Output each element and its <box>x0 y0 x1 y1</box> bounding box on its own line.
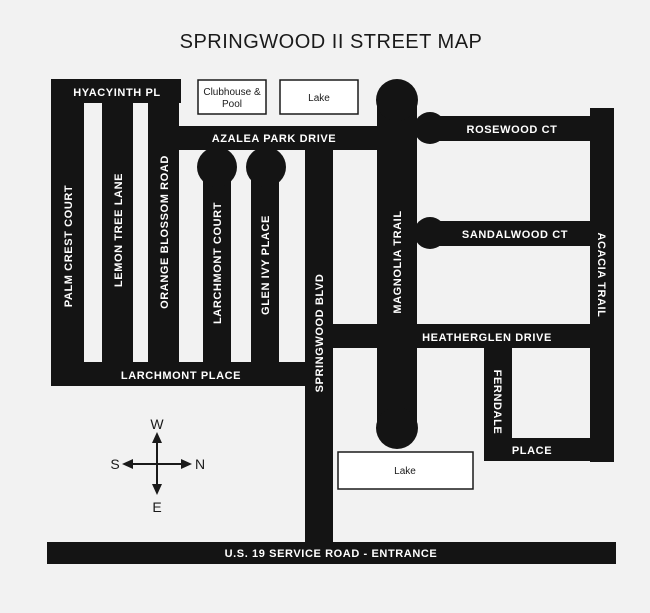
compass-north-label: N <box>195 456 205 472</box>
compass-west-label: W <box>150 416 164 432</box>
road-us19-service-road <box>47 542 616 564</box>
label-glen-ivy-place: GLEN IVY PLACE <box>260 215 272 315</box>
road-rosewood-ct <box>428 116 613 141</box>
compass-south-label: S <box>110 456 119 472</box>
lake-top-outline <box>279 79 359 115</box>
compass-arrow-left-icon <box>122 459 133 469</box>
label-ferndale: FERNDALE <box>491 370 503 435</box>
lake-top-box: Lake <box>279 79 359 115</box>
label-place: PLACE <box>512 445 552 457</box>
road-larchmont-place <box>51 362 333 386</box>
cul-de-sac-larchmont-court <box>197 147 237 187</box>
lake-bottom-label: Lake <box>394 466 416 477</box>
label-palm-crest-court: PALM CREST COURT <box>63 185 75 307</box>
label-larchmont-place: LARCHMONT PLACE <box>121 370 241 382</box>
compass-rose <box>122 432 192 495</box>
label-acacia-trail: ACACIA TRAIL <box>595 232 607 317</box>
compass-arrow-up-icon <box>152 432 162 443</box>
label-service-road: U.S. 19 SERVICE ROAD - ENTRANCE <box>225 548 438 560</box>
cul-de-sac-magnolia-south <box>376 407 418 449</box>
road-azalea-park-drive <box>148 126 410 150</box>
road-ferndale-place <box>484 438 614 461</box>
clubhouse-pool-box: Clubhouse & Pool <box>197 79 267 115</box>
road-acacia-trail <box>590 108 614 462</box>
cul-de-sac-rosewood-ct <box>414 112 446 144</box>
road-lemon-tree-lane <box>102 90 133 375</box>
road-springwood-blvd <box>305 140 333 556</box>
label-orange-blossom-road: ORANGE BLOSSOM ROAD <box>159 155 171 309</box>
lake-top-label: Lake <box>308 93 330 104</box>
compass-arrow-down-icon <box>152 484 162 495</box>
road-larchmont-court <box>203 165 231 375</box>
label-hyacyinth-pl: HYACYINTH PL <box>73 87 160 99</box>
label-magnolia-trail: MAGNOLIA TRAIL <box>392 210 404 313</box>
cul-de-sac-magnolia-north <box>376 79 418 121</box>
west-block-roads <box>51 79 410 556</box>
label-sandalwood-ct: SANDALWOOD CT <box>462 229 568 241</box>
label-rosewood-ct: ROSEWOOD CT <box>467 124 558 136</box>
road-glen-ivy-place <box>251 165 279 375</box>
label-lemon-tree-lane: LEMON TREE LANE <box>113 173 125 287</box>
pool-label: Pool <box>222 99 242 110</box>
compass-east-label: E <box>152 499 161 515</box>
cul-de-sac-sandalwood-ct <box>414 217 446 249</box>
label-heatherglen-drive: HEATHERGLEN DRIVE <box>422 332 552 344</box>
road-heatherglen-drive <box>333 324 614 348</box>
lake-bottom-outline <box>337 451 474 490</box>
label-larchmont-court: LARCHMONT COURT <box>212 202 224 324</box>
label-azalea-park-drive: AZALEA PARK DRIVE <box>212 133 336 145</box>
road-magnolia-trail <box>377 98 417 430</box>
east-block-roads <box>333 79 614 462</box>
clubhouse-label: Clubhouse & <box>203 87 261 98</box>
cul-de-sac-glen-ivy-place <box>246 147 286 187</box>
road-sandalwood-ct <box>428 221 613 246</box>
clubhouse-outline <box>197 79 267 115</box>
lake-bottom-box: Lake <box>337 451 474 490</box>
compass-arrow-right-icon <box>181 459 192 469</box>
label-springwood-blvd: SPRINGWOOD BLVD <box>314 274 326 393</box>
road-west-edge <box>51 79 84 386</box>
map-title: SPRINGWOOD II STREET MAP <box>180 31 483 53</box>
